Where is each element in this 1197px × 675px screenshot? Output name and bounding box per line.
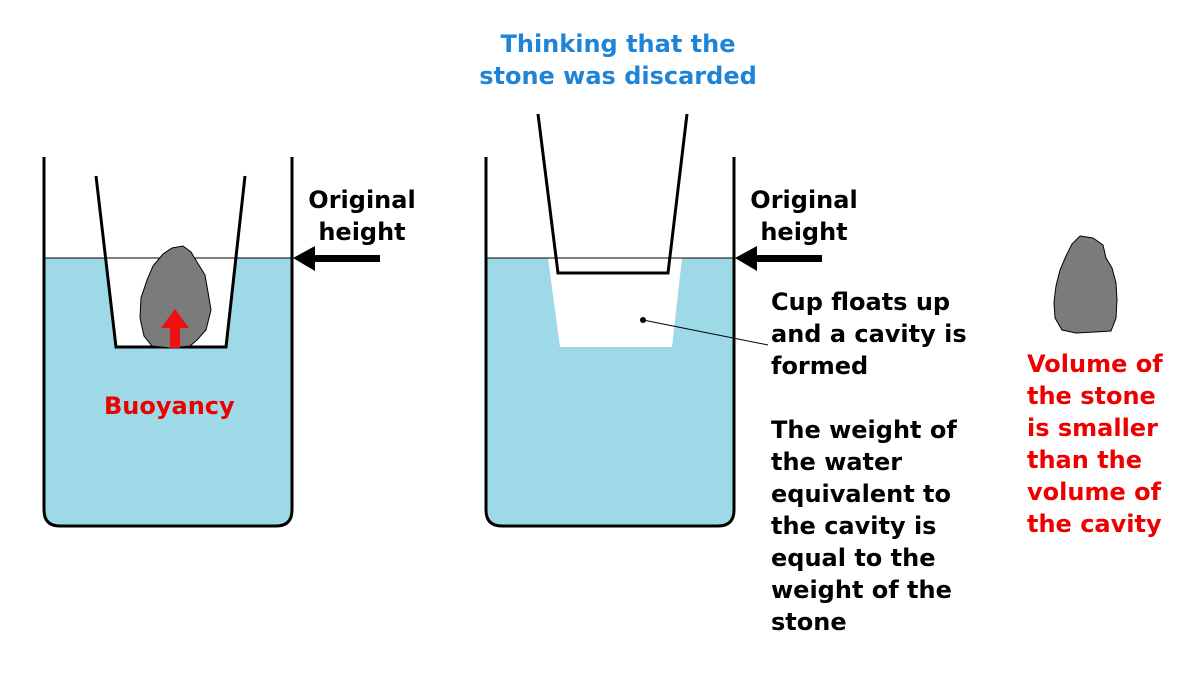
buoyancy-arrow-head	[161, 309, 189, 328]
buoyancy-arrow-shaft	[170, 325, 180, 348]
right-stone	[1053, 235, 1118, 334]
left-height-arrow-shaft	[310, 255, 380, 262]
cavity-line: formed	[771, 352, 869, 380]
cavity-line: and a cavity is	[771, 320, 967, 348]
middle-original-height-label: Original height	[742, 184, 866, 248]
weight-line: the water	[771, 448, 903, 476]
cavity-pointer-line	[642, 319, 769, 346]
middle-height-arrow-shaft	[752, 255, 822, 262]
middle-cavity	[548, 258, 682, 347]
middle-cup	[536, 113, 689, 275]
middle-title: Thinking that the stone was discarded	[470, 28, 766, 92]
middle-beaker-outline	[484, 157, 736, 528]
left-beaker-outline	[42, 157, 294, 528]
volume-line: the cavity	[1027, 510, 1162, 538]
left-beaker-water	[44, 258, 292, 526]
volume-line: Volume of	[1027, 350, 1163, 378]
weight-line: The weight of	[771, 416, 957, 444]
middle-label-line1: Original	[750, 186, 858, 214]
middle-height-arrow-head	[735, 246, 757, 271]
volume-line: volume of	[1027, 478, 1162, 506]
weight-line: equivalent to	[771, 480, 951, 508]
cavity-explanation: Cup floats up and a cavity is formed	[771, 286, 967, 382]
weight-line: weight of the	[771, 576, 952, 604]
left-stone	[139, 245, 212, 349]
weight-explanation: The weight of the water equivalent to th…	[771, 414, 957, 638]
volume-line: is smaller	[1027, 414, 1158, 442]
middle-label-line2: height	[760, 218, 848, 246]
volume-line: than the	[1027, 446, 1143, 474]
left-label-line2: height	[318, 218, 406, 246]
left-height-arrow-head	[293, 246, 315, 271]
middle-title-line1: Thinking that the	[500, 30, 736, 58]
middle-title-line2: stone was discarded	[479, 62, 757, 90]
weight-line: the cavity is	[771, 512, 937, 540]
weight-line: equal to the	[771, 544, 936, 572]
volume-line: the stone	[1027, 382, 1156, 410]
buoyancy-label: Buoyancy	[104, 392, 235, 420]
left-original-height-label: Original height	[300, 184, 424, 248]
left-label-line1: Original	[308, 186, 416, 214]
weight-line: stone	[771, 608, 847, 636]
cavity-line: Cup floats up	[771, 288, 951, 316]
volume-comparison: Volume of the stone is smaller than the …	[1027, 348, 1163, 540]
